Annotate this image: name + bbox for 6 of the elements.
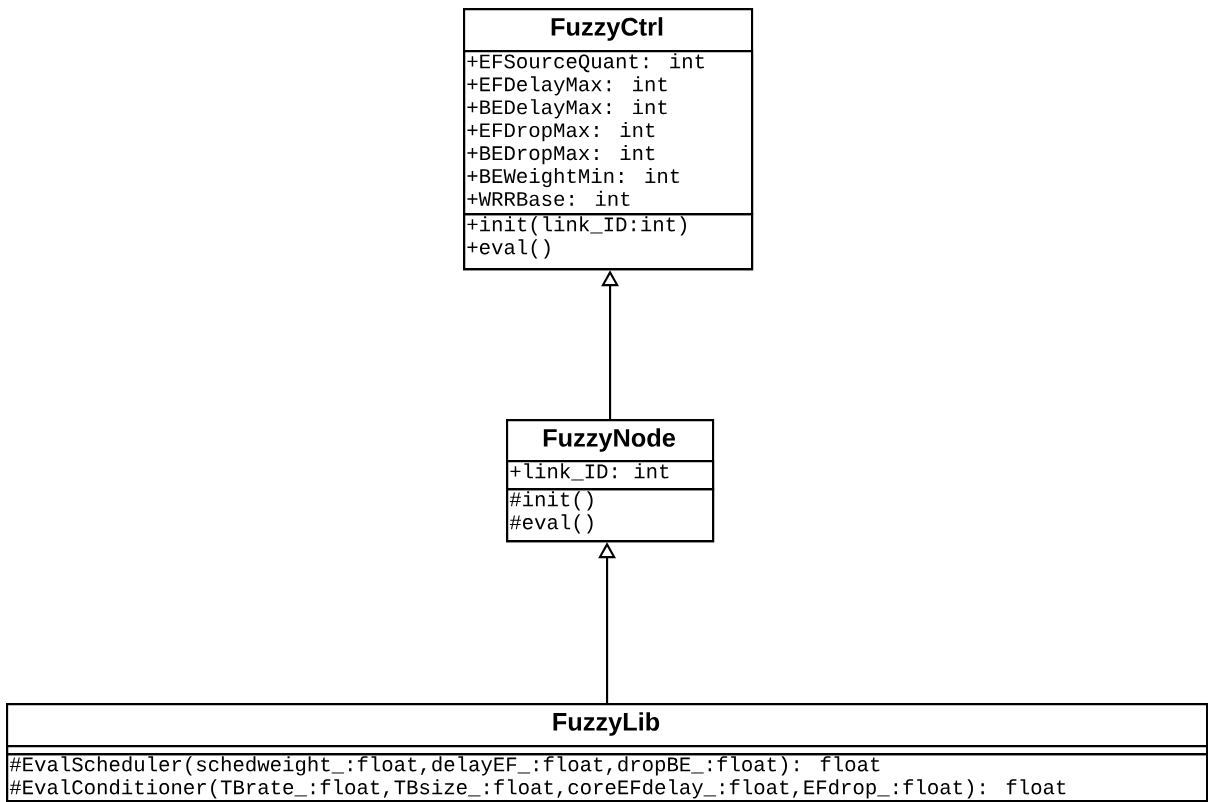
- member-compartment: +link_ID: int: [506, 460, 715, 491]
- member-compartment: +EFSourceQuant: int +EFDelayMax: int +BEDelayMax: int +EFDropMax: int +BEDropMax: int +BEWeightMin: int +WRRBase: int: [463, 50, 754, 216]
- member-compartment: #init() #eval(): [506, 488, 715, 543]
- member-compartment: #EvalScheduler(schedweight_:float,delayEF_:float,dropBE_:float): float #EvalConditioner(TBrate_:float,TBsize_:float,coreEFdelay_:float,EFdrop_:float): float: [6, 753, 1208, 802]
- compartment: [6, 745, 1208, 756]
- member-compartment: +init(link_ID:int) +eval(): [463, 213, 754, 271]
